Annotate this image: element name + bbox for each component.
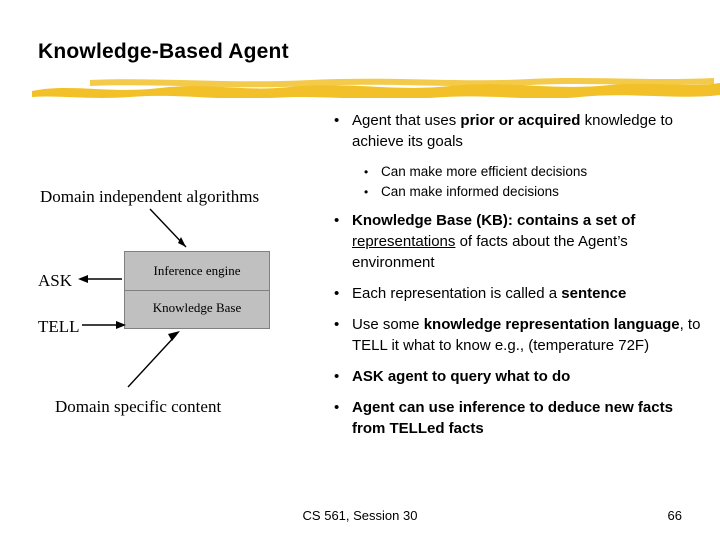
diagram-label-domain-specific: Domain specific content (55, 397, 222, 416)
kb-agent-diagram: Domain independent algorithms Inference … (0, 105, 320, 445)
bullet-text-ask-query: ASK agent to query what to do (352, 366, 710, 387)
ask-label: ASK (38, 271, 73, 290)
sub-bullet-icon: • (364, 165, 369, 179)
sub-bullet-text-informed: Can make informed decisions (381, 184, 559, 199)
knowledge-base-label: Knowledge Base (152, 300, 242, 315)
sentence-seg-bold: sentence (561, 285, 627, 302)
bullet-icon: • (334, 112, 340, 129)
bullet-seg-bold: prior or acquired (460, 112, 581, 129)
bullet-item-knowledge-base: • Knowledge Base (KB): contains a set of… (330, 210, 710, 273)
bullet-icon: • (334, 212, 340, 229)
bullet-item-inference: • Agent can use inference to deduce new … (330, 397, 710, 439)
bullet-text-inference: Agent can use inference to deduce new fa… (352, 397, 710, 439)
sub-bullet-icon: • (364, 185, 369, 199)
lang-seg-plain: Use some (352, 316, 424, 333)
page-title: Knowledge-Based Agent (38, 40, 289, 63)
bullet-item-language: • Use some knowledge representation lang… (330, 314, 710, 356)
inference-seg-bold: Agent can use inference to deduce new fa… (352, 399, 673, 437)
bullet-item-sentence: • Each representation is called a senten… (330, 283, 710, 304)
kb-seg-plain: of facts about the Agent’s environment (352, 233, 628, 271)
bullet-icon: • (334, 285, 340, 302)
bullet-icon: • (334, 316, 340, 333)
bullet-text-language: Use some knowledge representation langua… (352, 314, 710, 356)
kb-seg-underline: representations (352, 233, 456, 250)
bullet-item-ask-query: • ASK agent to query what to do (330, 366, 710, 387)
sub-bullet-text-efficient: Can make more efficient decisions (381, 164, 588, 179)
footer-page-number: 66 (667, 508, 682, 523)
diagram-arrows (78, 208, 187, 388)
kb-seg-bold: Knowledge Base (KB): contains a set of (352, 212, 636, 229)
bullet-list: • Agent that uses prior or acquired know… (330, 110, 710, 441)
bullet-seg-plain2: knowledge to achieve its goals (352, 112, 674, 150)
sub-bullet-informed: • Can make informed decisions (364, 182, 710, 202)
bullet-text-sentence: Each representation is called a sentence (352, 283, 710, 304)
ask-seg-bold: ASK agent to query what to do (352, 368, 571, 385)
agent-box: Inference engine Knowledge Base (124, 251, 270, 329)
box-divider (125, 290, 269, 291)
bullet-text-agent-goals: Agent that uses prior or acquired knowle… (352, 110, 710, 152)
bullet-seg-plain: Agent that uses (352, 112, 461, 129)
inference-engine-label: Inference engine (153, 263, 241, 278)
lang-seg-plain2: , to TELL it what to know e.g., (tempera… (352, 316, 701, 354)
bullet-text-knowledge-base: Knowledge Base (KB): contains a set of r… (352, 210, 710, 273)
lang-seg-bold: knowledge representation language (423, 316, 680, 333)
diagram-label-domain-independent: Domain independent algorithms (40, 187, 260, 206)
bullet-icon: • (334, 399, 340, 416)
tell-label: TELL (38, 317, 80, 336)
sub-bullet-efficient: • Can make more efficient decisions (364, 162, 710, 182)
yellow-brush-divider (32, 78, 720, 98)
bullet-icon: • (334, 368, 340, 385)
footer-session-label: CS 561, Session 30 (302, 508, 418, 523)
sentence-seg-plain: Each representation is called a (352, 285, 562, 302)
bullet-item-agent-goals: • Agent that uses prior or acquired know… (330, 110, 710, 152)
